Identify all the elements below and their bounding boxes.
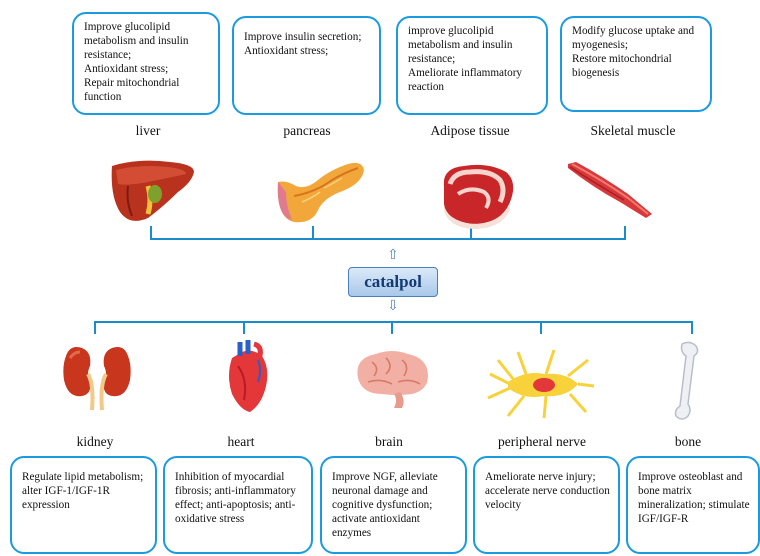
- catalpol-node: catalpol: [348, 267, 438, 297]
- brain-icon: [352, 348, 432, 410]
- liver-effects-box: Improve glucolipid metabolism and insuli…: [72, 12, 220, 115]
- catalpol-label: catalpol: [364, 272, 422, 292]
- skeletal-muscle-icon: [562, 158, 658, 222]
- pancreas-effects-text: Improve insulin secretion; Antioxidant s…: [244, 30, 371, 58]
- muscle-effects-box: Modify glucose uptake and myogenesis; Re…: [560, 16, 712, 112]
- muscle-label: Skeletal muscle: [590, 123, 675, 139]
- heart-icon: [222, 340, 272, 414]
- heart-label: heart: [228, 434, 255, 450]
- neuron-icon: [486, 346, 596, 422]
- peripheral-nerve-label: peripheral nerve: [498, 434, 586, 450]
- heart-effects-box: Inhibition of myocardial fibrosis; anti-…: [163, 456, 313, 554]
- bone-effects-box: Improve osteoblast and bone matrix miner…: [626, 456, 760, 554]
- kidney-label: kidney: [77, 434, 114, 450]
- bone-label: bone: [675, 434, 701, 450]
- kidney-effects-text: Regulate lipid metabolism; alter IGF-1/I…: [22, 470, 147, 512]
- liver-effects-text: Improve glucolipid metabolism and insuli…: [84, 20, 210, 104]
- up-arrow-icon: ⇧: [387, 249, 399, 263]
- liver-label: liver: [136, 123, 161, 139]
- pancreas-icon: [272, 158, 368, 228]
- brain-effects-text: Improve NGF, alleviate neuronal damage a…: [332, 470, 457, 540]
- nerve-effects-text: Ameliorate nerve injury; accelerate nerv…: [485, 470, 610, 512]
- adipose-effects-box: improve glucolipid metabolism and insuli…: [396, 16, 548, 115]
- nerve-effects-box: Ameliorate nerve injury; accelerate nerv…: [473, 456, 620, 554]
- muscle-effects-text: Modify glucose uptake and myogenesis; Re…: [572, 24, 702, 80]
- adipose-effects-text: improve glucolipid metabolism and insuli…: [408, 24, 538, 94]
- heart-effects-text: Inhibition of myocardial fibrosis; anti-…: [175, 470, 303, 526]
- adipose-label: Adipose tissue: [430, 123, 509, 139]
- pancreas-label: pancreas: [283, 123, 330, 139]
- pancreas-effects-box: Improve insulin secretion; Antioxidant s…: [232, 16, 381, 115]
- liver-icon: [108, 156, 198, 228]
- brain-effects-box: Improve NGF, alleviate neuronal damage a…: [320, 456, 467, 554]
- brain-label: brain: [375, 434, 403, 450]
- kidney-effects-box: Regulate lipid metabolism; alter IGF-1/I…: [10, 456, 157, 554]
- kidney-icon: [60, 344, 134, 412]
- adipose-tissue-icon: [436, 160, 520, 230]
- down-arrow-icon: ⇩: [387, 300, 399, 314]
- bone-icon: [672, 340, 706, 422]
- bone-effects-text: Improve osteoblast and bone matrix miner…: [638, 470, 750, 526]
